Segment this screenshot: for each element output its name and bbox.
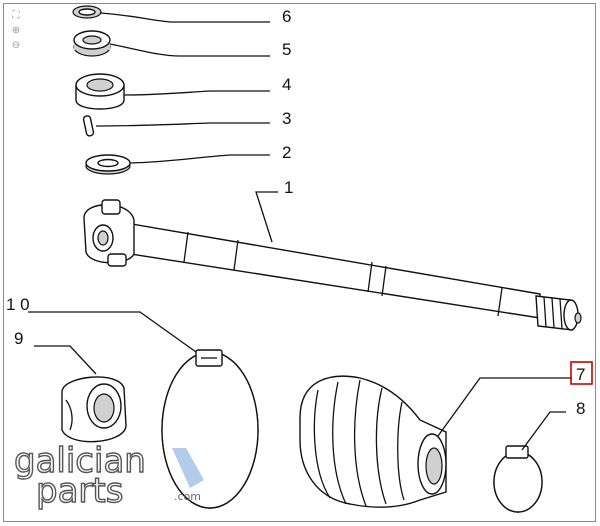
leader-line-6 [99,12,270,23]
callout-1[interactable]: 1 [284,178,293,197]
part-9-seal-ring[interactable] [61,376,127,443]
callout-4[interactable]: 4 [282,75,291,94]
callout-5[interactable]: 5 [282,40,291,59]
fit-to-screen-icon[interactable]: ⛶ [12,10,20,21]
callout-9[interactable]: 9 [14,329,23,348]
leader-line-7 [437,377,572,437]
part-4-bearing[interactable] [75,73,125,110]
callout-7[interactable]: 7 [576,365,585,384]
leader-line-3 [95,122,270,127]
watermark-flag-icon [172,448,204,488]
watermark-logo: galician parts .com [14,440,204,510]
leader-line-5 [109,43,270,57]
part-6-snap-ring[interactable] [72,5,102,19]
callout-6[interactable]: 6 [282,7,291,26]
leader-line-8 [521,411,566,451]
callout-3[interactable]: 3 [282,109,291,128]
callout-7-highlight-box [570,361,593,385]
part-1-drive-shaft[interactable] [83,199,582,331]
leader-line-2 [129,154,270,164]
zoom-in-icon[interactable]: ⊕ [11,25,21,36]
part-2-washer[interactable] [85,154,131,175]
callout-10[interactable]: 1 0 [6,295,30,314]
watermark-line2: parts [36,471,123,510]
leader-line-9 [34,345,97,375]
callout-2[interactable]: 2 [282,143,291,162]
watermark-suffix: .com [174,490,201,503]
leader-line-1 [255,191,278,243]
part-8-small-clamp[interactable] [493,445,543,513]
watermark-line1: galician [14,441,146,481]
part-5-oil-seal[interactable] [73,30,111,57]
callout-8[interactable]: 8 [576,399,585,418]
part-3-pin[interactable] [82,115,95,137]
zoom-toolbar: ⛶ ⊕ ⊖ [8,8,24,53]
leader-line-4 [123,90,270,96]
leader-line-10 [28,311,197,353]
zoom-out-icon[interactable]: ⊖ [11,40,21,51]
part-7-cv-boot[interactable] [299,375,447,508]
